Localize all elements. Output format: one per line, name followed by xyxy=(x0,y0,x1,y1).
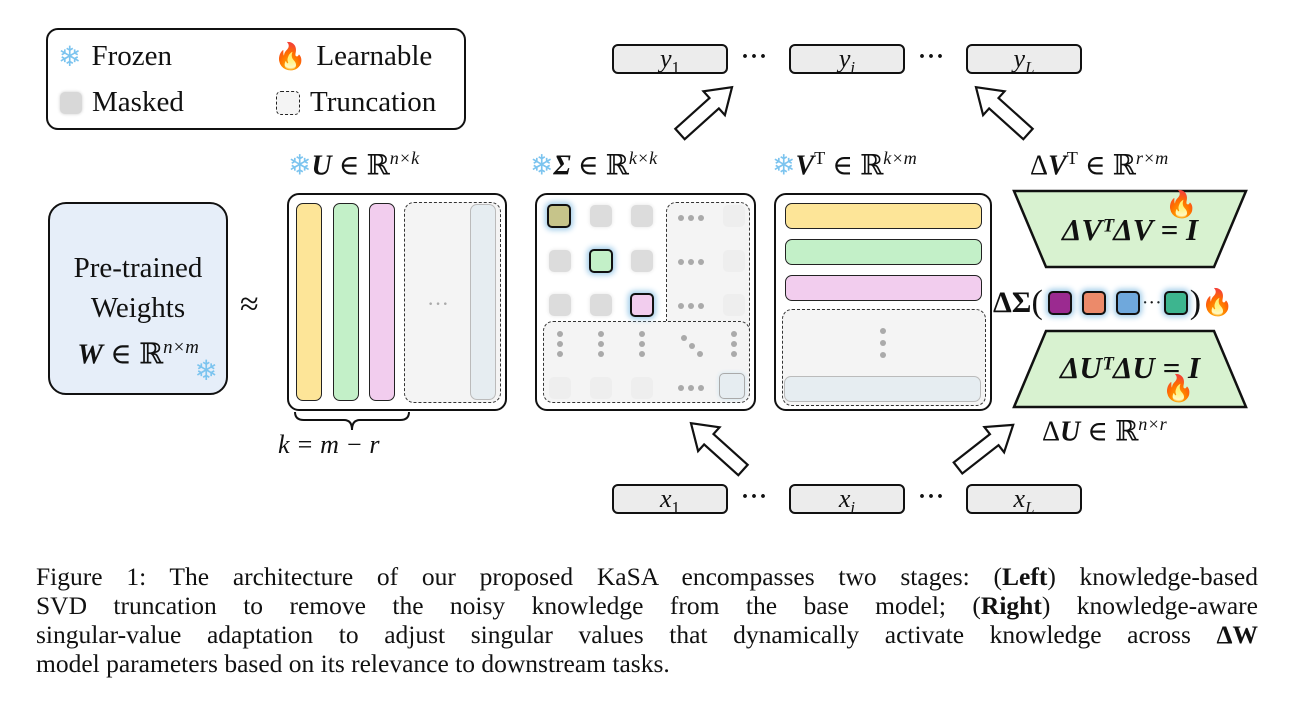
delta-vt-constraint: ΔVᵀΔV = I xyxy=(1061,212,1199,247)
delta-sigma-value-1 xyxy=(1047,291,1072,315)
vt-row-2 xyxy=(785,239,982,265)
sigma-cell-last xyxy=(719,373,745,399)
delta-u-trapezoid xyxy=(1012,329,1248,409)
output-token-i: yi xyxy=(789,44,905,77)
caption-line-4: model parameters based on its relevance … xyxy=(36,649,670,678)
u-column-truncated xyxy=(470,204,496,400)
u-ellipsis: ··· xyxy=(427,291,449,316)
vt-row-truncated xyxy=(784,376,981,402)
figure-caption: Figure 1: The architecture of our propos… xyxy=(36,562,1258,678)
legend-masked: Masked xyxy=(60,86,184,119)
arrow-up-right-icon xyxy=(947,411,1025,482)
sigma-cell-masked xyxy=(631,250,653,272)
legend-masked-label: Masked xyxy=(92,86,184,118)
legend-frozen: ❄ Frozen xyxy=(58,40,172,73)
snowflake-icon: ❄ xyxy=(194,354,218,387)
snowflake-icon: ❄ xyxy=(530,148,554,182)
output-ellipsis: ··· xyxy=(918,44,946,70)
sigma-matrix xyxy=(535,193,756,411)
legend-frozen-label: Frozen xyxy=(91,40,172,72)
delta-sigma-ellipsis: ··· xyxy=(1141,291,1162,314)
fire-icon: 🔥 xyxy=(1165,190,1198,220)
sigma-cell-active xyxy=(589,249,613,273)
delta-sigma-value-3 xyxy=(1115,291,1140,315)
vt-truncation-region xyxy=(782,309,986,406)
arrow-up-right-icon xyxy=(668,74,744,147)
masked-swatch-icon xyxy=(60,91,82,114)
vt-matrix-label: ❄VT ∈ ℝk×m xyxy=(772,148,917,182)
sigma-cell-active xyxy=(630,293,654,317)
truncation-swatch-icon xyxy=(276,90,300,115)
fire-icon: 🔥 xyxy=(274,41,307,72)
sigma-cell-truncated xyxy=(549,377,571,399)
vt-row-3 xyxy=(785,275,982,301)
legend-learnable: 🔥 Learnable xyxy=(274,40,432,73)
delta-vt-trapezoid xyxy=(1012,189,1248,269)
fire-icon: 🔥 xyxy=(1201,288,1234,318)
sigma-cell-truncated xyxy=(723,250,745,272)
sigma-cell-masked xyxy=(549,250,571,272)
pretrained-formula: W ∈ ℝn×m xyxy=(77,337,199,371)
legend-learnable-label: Learnable xyxy=(316,40,433,72)
u-brace xyxy=(294,411,410,431)
delta-u-constraint: ΔUᵀΔU = I xyxy=(1059,350,1201,385)
sigma-cell-truncated xyxy=(723,205,745,227)
delta-u-label: ΔU ∈ ℝn×r xyxy=(1042,414,1167,448)
output-ellipsis: ··· xyxy=(741,44,769,70)
pretrained-weights-box: Pre-trained Weights W ∈ ℝn×m ❄ xyxy=(48,202,228,395)
pretrained-line2: Weights xyxy=(90,292,186,324)
u-brace-label: k = m − r xyxy=(278,430,380,459)
sigma-cell-truncated xyxy=(631,377,653,399)
approx-symbol: ≈ xyxy=(240,286,259,323)
input-ellipsis: ··· xyxy=(918,484,946,510)
snowflake-icon: ❄ xyxy=(58,40,82,73)
vt-row-1 xyxy=(785,203,982,229)
input-token-i: xi xyxy=(789,484,905,517)
legend-truncation-label: Truncation xyxy=(310,86,437,118)
delta-sigma-row: ΔΣ ( ··· ) 🔥 xyxy=(993,284,1234,321)
sigma-matrix-label: ❄Σ ∈ ℝk×k xyxy=(530,148,658,182)
arrow-up-left-icon xyxy=(964,74,1040,147)
sigma-cell-masked xyxy=(631,205,653,227)
sigma-cell-truncated xyxy=(723,294,745,316)
sigma-cell-truncated xyxy=(590,377,612,399)
caption-line-3: singular-value adaptation to adjust sing… xyxy=(36,620,1258,649)
delta-vt-label: ΔVT ∈ ℝr×m xyxy=(1030,148,1169,182)
caption-line-2: SVD truncation to remove the noisy knowl… xyxy=(36,591,1258,620)
sigma-cell-masked xyxy=(590,294,612,316)
u-column-2 xyxy=(333,203,359,401)
vt-matrix xyxy=(774,193,992,411)
u-matrix: ··· xyxy=(287,193,507,411)
u-truncation-region: ··· xyxy=(404,202,501,403)
snowflake-icon: ❄ xyxy=(772,148,796,182)
input-ellipsis: ··· xyxy=(741,484,769,510)
pretrained-line1: Pre-trained xyxy=(73,252,203,284)
output-token-1: y1 xyxy=(612,44,728,77)
u-matrix-label: ❄U ∈ ℝn×k xyxy=(288,148,420,182)
snowflake-icon: ❄ xyxy=(288,148,312,182)
delta-sigma-value-2 xyxy=(1081,291,1106,315)
input-token-1: x1 xyxy=(612,484,728,517)
u-column-3 xyxy=(369,203,395,401)
sigma-cell-masked xyxy=(549,294,571,316)
delta-sigma-value-last xyxy=(1163,291,1188,315)
fire-icon: 🔥 xyxy=(1162,374,1195,404)
arrow-up-left-icon xyxy=(679,410,755,483)
caption-line-1: Figure 1: The architecture of our propos… xyxy=(36,562,1258,591)
output-token-L: yL xyxy=(966,44,1082,77)
sigma-cell-masked xyxy=(590,205,612,227)
u-column-1 xyxy=(296,203,322,401)
delta-sigma-label: ΔΣ xyxy=(993,286,1032,319)
legend-box: ❄ Frozen 🔥 Learnable Masked Truncation xyxy=(46,28,466,130)
legend-truncation: Truncation xyxy=(276,86,436,119)
input-token-L: xL xyxy=(966,484,1082,517)
sigma-cell-active xyxy=(547,204,571,228)
